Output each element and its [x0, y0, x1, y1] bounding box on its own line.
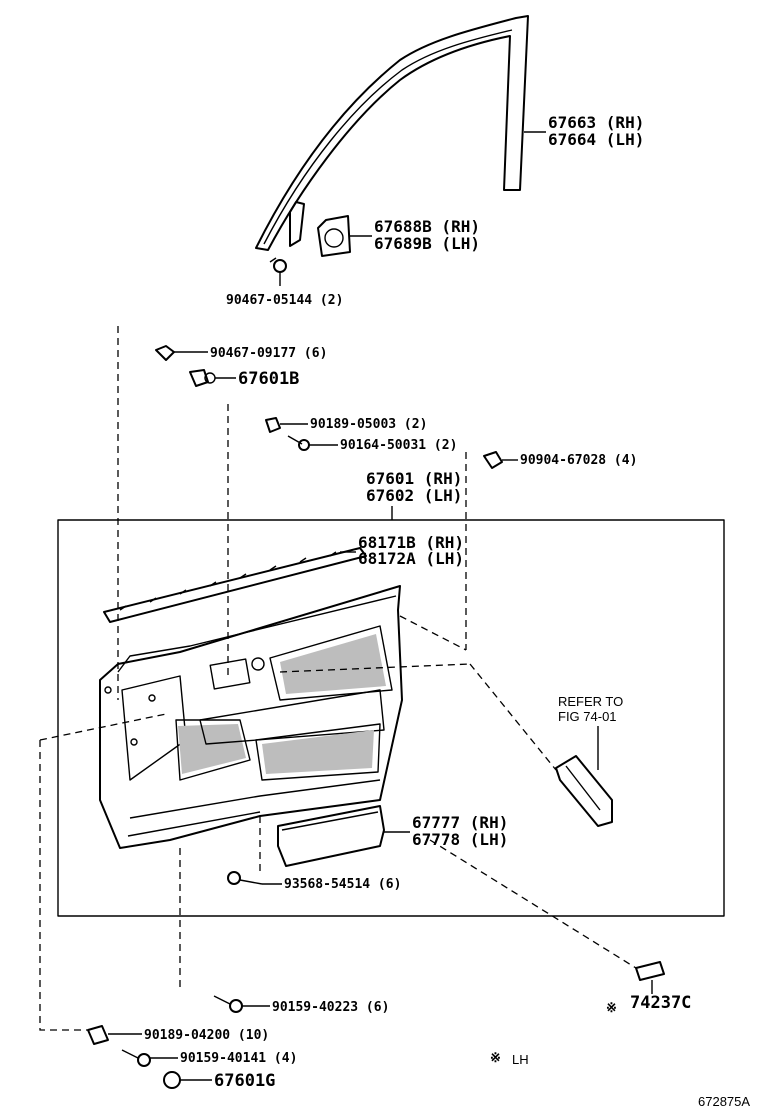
- clip-90189-05003: [265, 417, 281, 433]
- label-67777: 67777 (RH): [412, 813, 508, 832]
- door-trim-panel: [99, 585, 403, 849]
- belt-molding: [103, 547, 367, 623]
- door-panel-group-box: [57, 519, 725, 917]
- label-67663: 67663 (RH): [548, 113, 644, 132]
- clip-90189-04200: [87, 1025, 109, 1045]
- figure-id: 672875A: [698, 1094, 750, 1109]
- label-90467-05144: 90467-05144 (2): [226, 293, 343, 308]
- label-refer-to: REFER TO: [558, 694, 623, 709]
- window-frame-molding: [255, 15, 529, 251]
- screw-93568-54514: [227, 871, 263, 885]
- screw-90159-40141: [121, 1049, 151, 1067]
- clip-90467-05144: [269, 257, 287, 273]
- label-90189-05003: 90189-05003 (2): [310, 417, 427, 432]
- clip-67601b: [189, 369, 216, 387]
- inside-handle: [555, 755, 613, 827]
- label-67689b: 67689B (LH): [374, 234, 480, 253]
- armrest-pocket: [277, 805, 385, 867]
- asterisk-74237c: ※: [606, 1001, 617, 1016]
- clip-90904-67028: [483, 451, 503, 469]
- label-90164-50031: 90164-50031 (2): [340, 438, 457, 453]
- label-90467-09177: 90467-09177 (6): [210, 346, 327, 361]
- label-90159-40223: 90159-40223 (6): [272, 1000, 389, 1015]
- label-67601g: 67601G: [214, 1071, 275, 1091]
- label-74237c: 74237C: [630, 993, 691, 1013]
- label-68171b: 68171B (RH): [358, 533, 464, 552]
- label-67778: 67778 (LH): [412, 830, 508, 849]
- label-93568-54514: 93568-54514 (6): [284, 877, 401, 892]
- legend-lh: LH: [512, 1052, 529, 1067]
- label-67602: 67602 (LH): [366, 486, 462, 505]
- clip-67601g: [163, 1071, 181, 1089]
- label-90189-04200: 90189-04200 (10): [144, 1028, 269, 1043]
- courtesy-lamp: [635, 961, 665, 981]
- screw-90159-40223: [213, 995, 243, 1013]
- label-67688b: 67688B (RH): [374, 217, 480, 236]
- label-fig-ref: FIG 74-01: [558, 709, 617, 724]
- assembly-dashed-lines: [39, 326, 637, 1031]
- screw-90164-50031: [287, 435, 310, 451]
- label-67601b: 67601B: [238, 369, 299, 389]
- legend-asterisk: ※: [490, 1051, 501, 1066]
- label-67664: 67664 (LH): [548, 130, 644, 149]
- label-67601: 67601 (RH): [366, 469, 462, 488]
- label-90904-67028: 90904-67028 (4): [520, 453, 637, 468]
- clip-90467-09177: [155, 345, 175, 361]
- label-68172a: 68172A (LH): [358, 549, 464, 568]
- mirror-cover-pad: [317, 215, 351, 257]
- label-90159-40141: 90159-40141 (4): [180, 1051, 297, 1066]
